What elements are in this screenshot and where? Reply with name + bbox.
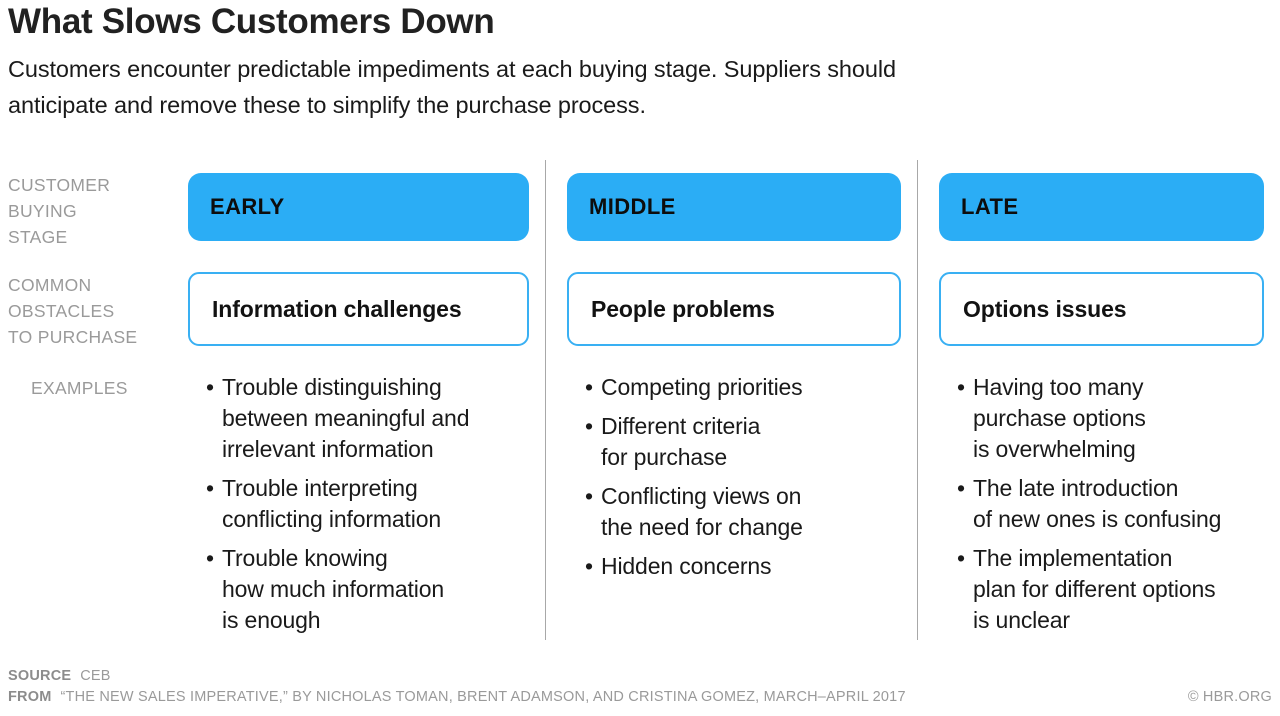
stage-columns: EARLY Information challenges • Trouble d… — [183, 160, 1280, 640]
obstacle-box-late[interactable]: Options issues — [939, 272, 1264, 346]
footer-from-label: FROM — [8, 689, 52, 705]
list-item: • Different criteria for purchase — [585, 411, 909, 473]
bullet-icon: • — [206, 374, 214, 400]
stage-pill-label: MIDDLE — [589, 194, 676, 219]
footer-source-value: CEB — [80, 668, 111, 684]
list-item-text: Trouble interpreting conflicting informa… — [222, 475, 441, 532]
list-item: • The implementation plan for different … — [957, 543, 1272, 636]
obstacle-label: Information challenges — [212, 295, 462, 322]
list-item: • Conflicting views on the need for chan… — [585, 481, 909, 543]
bullet-icon: • — [585, 374, 593, 400]
obstacle-box-middle[interactable]: People problems — [567, 272, 901, 346]
list-item: • Competing priorities — [585, 372, 909, 403]
obstacle-box-early[interactable]: Information challenges — [188, 272, 529, 346]
stage-matrix: CUSTOMER BUYING STAGE COMMON OBSTACLES T… — [0, 160, 1280, 640]
list-item-text: Different criteria for purchase — [601, 413, 761, 470]
list-item-text: Having too many purchase options is over… — [973, 374, 1146, 462]
stage-column-early: EARLY Information challenges • Trouble d… — [183, 160, 545, 640]
list-item-text: Trouble knowing how much information is … — [222, 545, 444, 633]
bullet-icon: • — [957, 374, 965, 400]
row-label-common-obstacles: COMMON OBSTACLES TO PURCHASE — [8, 275, 138, 347]
stage-pill-middle[interactable]: MIDDLE — [567, 173, 901, 241]
stage-pill-label: EARLY — [210, 194, 285, 219]
list-item-text: The late introduction of new ones is con… — [973, 475, 1222, 532]
list-item: • Trouble distinguishing between meaning… — [206, 372, 537, 465]
list-item: • Hidden concerns — [585, 551, 909, 582]
bullet-icon: • — [206, 545, 214, 571]
bullet-icon: • — [206, 475, 214, 501]
footer: SOURCE CEB FROM “THE NEW SALES IMPERATIV… — [8, 666, 1272, 708]
row-label-examples: EXAMPLES — [31, 378, 128, 398]
list-item: • Trouble interpreting conflicting infor… — [206, 473, 537, 535]
list-item: • Trouble knowing how much information i… — [206, 543, 537, 636]
footer-from-line: FROM “THE NEW SALES IMPERATIVE,” BY NICH… — [8, 687, 1272, 708]
list-item: • The late introduction of new ones is c… — [957, 473, 1272, 535]
bullet-icon: • — [585, 413, 593, 439]
list-item-text: Trouble distinguishing between meaningfu… — [222, 374, 470, 462]
list-item: • Having too many purchase options is ov… — [957, 372, 1272, 465]
bullet-icon: • — [585, 553, 593, 579]
stage-pill-label: LATE — [961, 194, 1019, 219]
obstacle-label: People problems — [591, 295, 775, 322]
bullet-icon: • — [585, 483, 593, 509]
stage-pill-late[interactable]: LATE — [939, 173, 1264, 241]
list-item-text: Competing priorities — [601, 374, 803, 400]
examples-list-middle: • Competing priorities • Different crite… — [585, 372, 909, 582]
list-item-text: Conflicting views on the need for change — [601, 483, 803, 540]
stage-pill-early[interactable]: EARLY — [188, 173, 529, 241]
row-label-column: CUSTOMER BUYING STAGE COMMON OBSTACLES T… — [8, 160, 183, 640]
footer-from-value: “THE NEW SALES IMPERATIVE,” BY NICHOLAS … — [60, 689, 906, 705]
footer-source-label: SOURCE — [8, 668, 72, 684]
footer-source-line: SOURCE CEB — [8, 666, 1272, 687]
bullet-icon: • — [957, 475, 965, 501]
stage-column-late: LATE Options issues • Having too many pu… — [917, 160, 1280, 640]
stage-column-middle: MIDDLE People problems • Competing prior… — [545, 160, 917, 640]
page-subtitle: Customers encounter predictable impedime… — [8, 56, 896, 118]
list-item-text: The implementation plan for different op… — [973, 545, 1216, 633]
row-label-customer-buying-stage: CUSTOMER BUYING STAGE — [8, 175, 111, 247]
examples-list-early: • Trouble distinguishing between meaning… — [206, 372, 537, 636]
page-title: What Slows Customers Down — [8, 2, 495, 41]
examples-list-late: • Having too many purchase options is ov… — [957, 372, 1272, 636]
footer-credit: © HBR.ORG — [1187, 689, 1272, 705]
list-item-text: Hidden concerns — [601, 553, 772, 579]
bullet-icon: • — [957, 545, 965, 571]
header: What Slows Customers Down Customers enco… — [8, 0, 1272, 123]
obstacle-label: Options issues — [963, 295, 1127, 322]
